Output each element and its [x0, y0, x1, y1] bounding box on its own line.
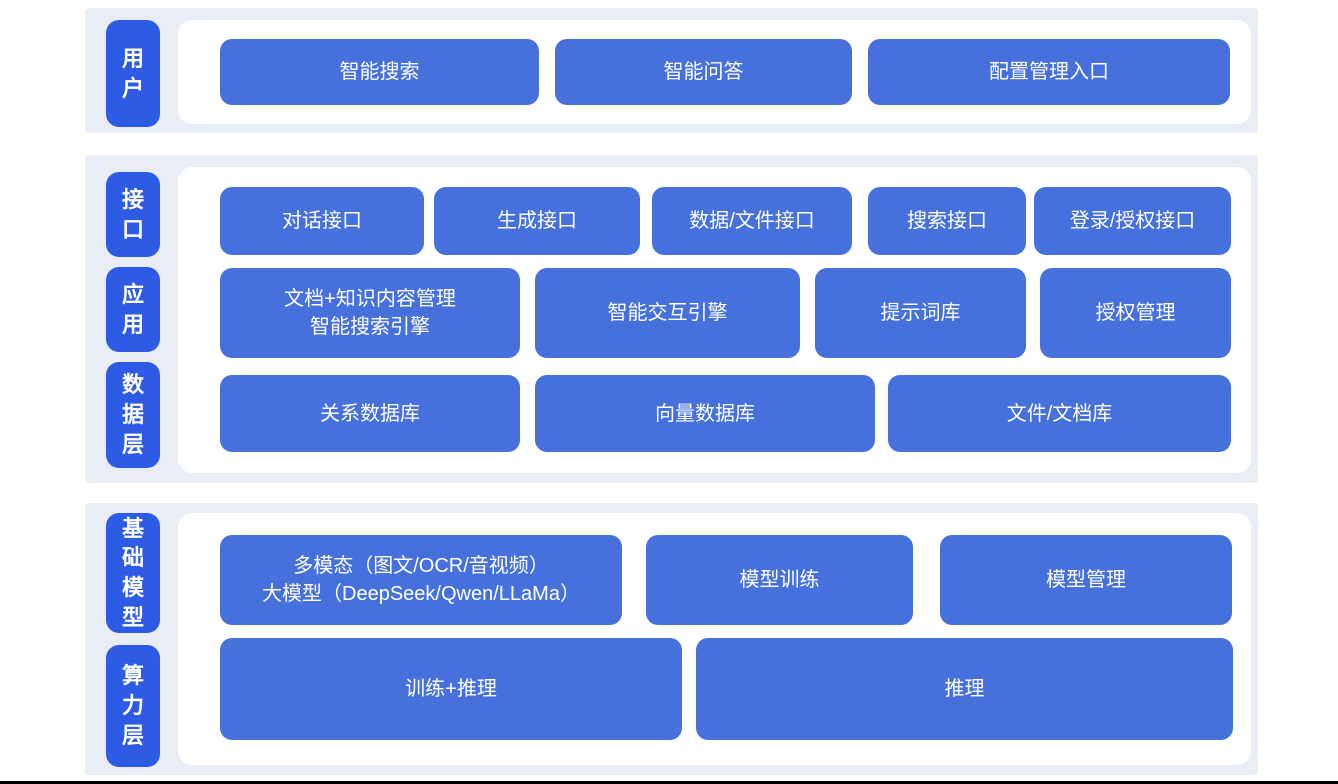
box-doc-knowledge-line2: 智能搜索引擎: [310, 316, 430, 338]
box-auth-management-label: 授权管理: [1095, 302, 1176, 324]
user-layer-row: 智能搜索 智能问答 配置管理入口: [220, 39, 1251, 105]
layer-pill-user-label: 用户: [121, 45, 144, 101]
box-doc-knowledge-search-engine: 文档+知识内容管理 智能搜索引擎: [220, 268, 520, 358]
box-relational-db-label: 关系数据库: [320, 402, 420, 425]
box-generation-api-label: 生成接口: [497, 210, 577, 232]
box-search-api: 搜索接口: [868, 187, 1026, 255]
box-file-doc-library: 文件/文档库: [888, 375, 1231, 452]
layer-panel-bottom: 基础模型 算力层 多模态（图文/OCR/音视频） 大模型（DeepSeek/Qw…: [85, 503, 1258, 775]
layer-pill-user: 用户: [106, 20, 160, 127]
box-file-doc-library-label: 文件/文档库: [1006, 402, 1113, 425]
layer-pill-data-layer-label: 数据层: [121, 372, 144, 457]
box-training-inference-label: 训练+推理: [405, 678, 497, 700]
box-config-entry-label: 配置管理入口: [989, 61, 1109, 83]
foundation-model-row: 多模态（图文/OCR/音视频） 大模型（DeepSeek/Qwen/LLaMa）…: [220, 535, 1251, 625]
layer-pill-data-layer: 数据层: [106, 362, 160, 468]
box-data-file-api-label: 数据/文件接口: [689, 210, 815, 232]
box-multimodal-llm: 多模态（图文/OCR/音视频） 大模型（DeepSeek/Qwen/LLaMa）: [220, 535, 622, 625]
compute-layer-row: 训练+推理 推理: [220, 638, 1251, 740]
layer-pill-application-label: 应用: [121, 281, 144, 337]
box-smart-qa-label: 智能问答: [663, 61, 744, 83]
box-relational-db: 关系数据库: [220, 375, 520, 452]
middle-layer-content: 对话接口 生成接口 数据/文件接口 搜索接口 登录/授权接口 文档+知识内容管理…: [178, 167, 1251, 473]
box-inference: 推理: [696, 638, 1233, 740]
box-intelligent-interaction-engine: 智能交互引擎: [535, 268, 800, 358]
box-multimodal-llm-line1: 多模态（图文/OCR/音视频）: [293, 555, 549, 577]
box-model-management: 模型管理: [940, 535, 1232, 625]
box-vector-db-label: 向量数据库: [655, 402, 755, 425]
box-doc-knowledge-line1: 文档+知识内容管理: [284, 288, 456, 310]
data-layer-row: 关系数据库 向量数据库 文件/文档库: [220, 375, 1251, 452]
box-prompt-library: 提示词库: [815, 268, 1026, 358]
box-training-inference: 训练+推理: [220, 638, 682, 740]
box-data-file-api: 数据/文件接口: [652, 187, 852, 255]
layer-pill-interface-label: 接口: [121, 186, 144, 242]
box-generation-api: 生成接口: [434, 187, 640, 255]
box-model-training: 模型训练: [646, 535, 913, 625]
box-login-auth-api: 登录/授权接口: [1034, 187, 1231, 255]
box-config-entry: 配置管理入口: [868, 39, 1230, 105]
layer-pill-application: 应用: [106, 267, 160, 352]
layer-pill-interface: 接口: [106, 172, 160, 257]
box-smart-qa: 智能问答: [555, 39, 852, 105]
box-smart-search-label: 智能搜索: [339, 61, 420, 83]
box-smart-search: 智能搜索: [220, 39, 539, 105]
box-prompt-library-label: 提示词库: [880, 302, 961, 324]
box-vector-db: 向量数据库: [535, 375, 875, 452]
application-row: 文档+知识内容管理 智能搜索引擎 智能交互引擎 提示词库 授权管理: [220, 268, 1251, 358]
box-login-auth-api-label: 登录/授权接口: [1069, 210, 1196, 232]
box-multimodal-llm-line2: 大模型（DeepSeek/Qwen/LLaMa）: [262, 583, 580, 605]
layer-pill-foundation-model: 基础模型: [106, 513, 160, 633]
interface-row: 对话接口 生成接口 数据/文件接口 搜索接口 登录/授权接口: [220, 187, 1251, 255]
box-inference-label: 推理: [944, 678, 985, 700]
box-auth-management: 授权管理: [1040, 268, 1231, 358]
user-layer-content: 智能搜索 智能问答 配置管理入口: [178, 20, 1251, 124]
layer-panel-middle: 接口 应用 数据层 对话接口 生成接口 数据/文件接口 搜索接口 登录/授权接口: [85, 155, 1258, 483]
layer-panel-user: 用户 智能搜索 智能问答 配置管理入口: [85, 8, 1258, 133]
box-intelligent-interaction-engine-label: 智能交互引擎: [607, 302, 728, 324]
box-search-api-label: 搜索接口: [907, 210, 987, 232]
bottom-rule: [0, 781, 1338, 784]
layer-pill-compute-layer: 算力层: [106, 645, 160, 767]
box-dialog-api-label: 对话接口: [282, 210, 362, 232]
box-model-management-label: 模型管理: [1046, 569, 1126, 591]
box-model-training-label: 模型训练: [739, 569, 820, 591]
layer-pill-foundation-model-label: 基础模型: [121, 515, 144, 630]
box-dialog-api: 对话接口: [220, 187, 424, 255]
layer-pill-compute-layer-label: 算力层: [121, 663, 144, 748]
bottom-layer-content: 多模态（图文/OCR/音视频） 大模型（DeepSeek/Qwen/LLaMa）…: [178, 513, 1251, 765]
